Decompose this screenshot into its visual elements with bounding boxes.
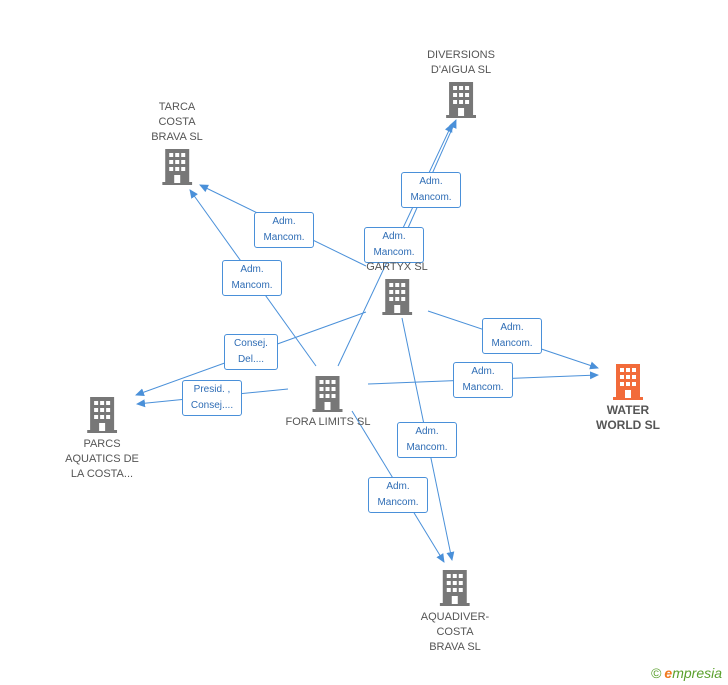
node-aquadiver-costa-brava[interactable]: AQUADIVER- COSTA BRAVA SL xyxy=(421,570,489,655)
edge-label-fora-tarca[interactable]: Adm. Mancom. xyxy=(222,260,282,296)
node-label: DIVERSIONS D'AIGUA SL xyxy=(427,49,495,76)
building-icon xyxy=(313,376,343,412)
edge-label-gartyx-water[interactable]: Adm. Mancom. xyxy=(482,318,542,354)
building-icon xyxy=(381,279,412,315)
building-icon xyxy=(440,570,470,606)
edge-label-gartyx-parcs[interactable]: Consej. Del.... xyxy=(224,334,278,370)
node-label: GARTYX SL xyxy=(366,261,428,273)
edge-label-fora-diversions[interactable]: Adm. Mancom. xyxy=(364,227,424,263)
edge-label-gartyx-diversions[interactable]: Adm. Mancom. xyxy=(401,172,461,208)
node-label: FORA LIMITS SL xyxy=(285,416,371,428)
edge-label-gartyx-tarca[interactable]: Adm. Mancom. xyxy=(254,212,314,248)
copyright-symbol: © xyxy=(651,665,662,681)
edge-label-gartyx-aquadiver[interactable]: Adm. Mancom. xyxy=(397,422,457,458)
node-label: WATER WORLD SL xyxy=(596,403,660,432)
node-parcs-aquatics[interactable]: PARCS AQUATICS DE LA COSTA... xyxy=(65,397,139,482)
edge-label-fora-aquadiver[interactable]: Adm. Mancom. xyxy=(368,477,428,513)
brand-initial: e xyxy=(664,665,673,681)
building-icon xyxy=(445,82,476,118)
edge-label-fora-parcs[interactable]: Presid. , Consej.... xyxy=(182,380,242,416)
node-label: TARCA COSTA BRAVA SL xyxy=(151,101,203,143)
building-icon xyxy=(86,397,117,433)
building-icon xyxy=(613,364,643,400)
node-fora-limits[interactable]: FORA LIMITS SL xyxy=(285,376,371,430)
edge-label-fora-water[interactable]: Adm. Mancom. xyxy=(453,362,513,398)
building-icon xyxy=(162,149,192,185)
node-water-world[interactable]: WATER WORLD SL xyxy=(596,364,660,433)
node-gartyx[interactable]: GARTYX SL xyxy=(366,260,428,315)
node-label: PARCS AQUATICS DE LA COSTA... xyxy=(65,438,139,480)
brand-name: mpresia xyxy=(672,665,722,681)
node-label: AQUADIVER- COSTA BRAVA SL xyxy=(420,611,490,653)
node-tarca-costa-brava[interactable]: TARCA COSTA BRAVA SL xyxy=(151,100,203,185)
node-diversions-daigua[interactable]: DIVERSIONS D'AIGUA SL xyxy=(427,48,495,118)
copyright-notice: ©empresia xyxy=(651,665,722,681)
